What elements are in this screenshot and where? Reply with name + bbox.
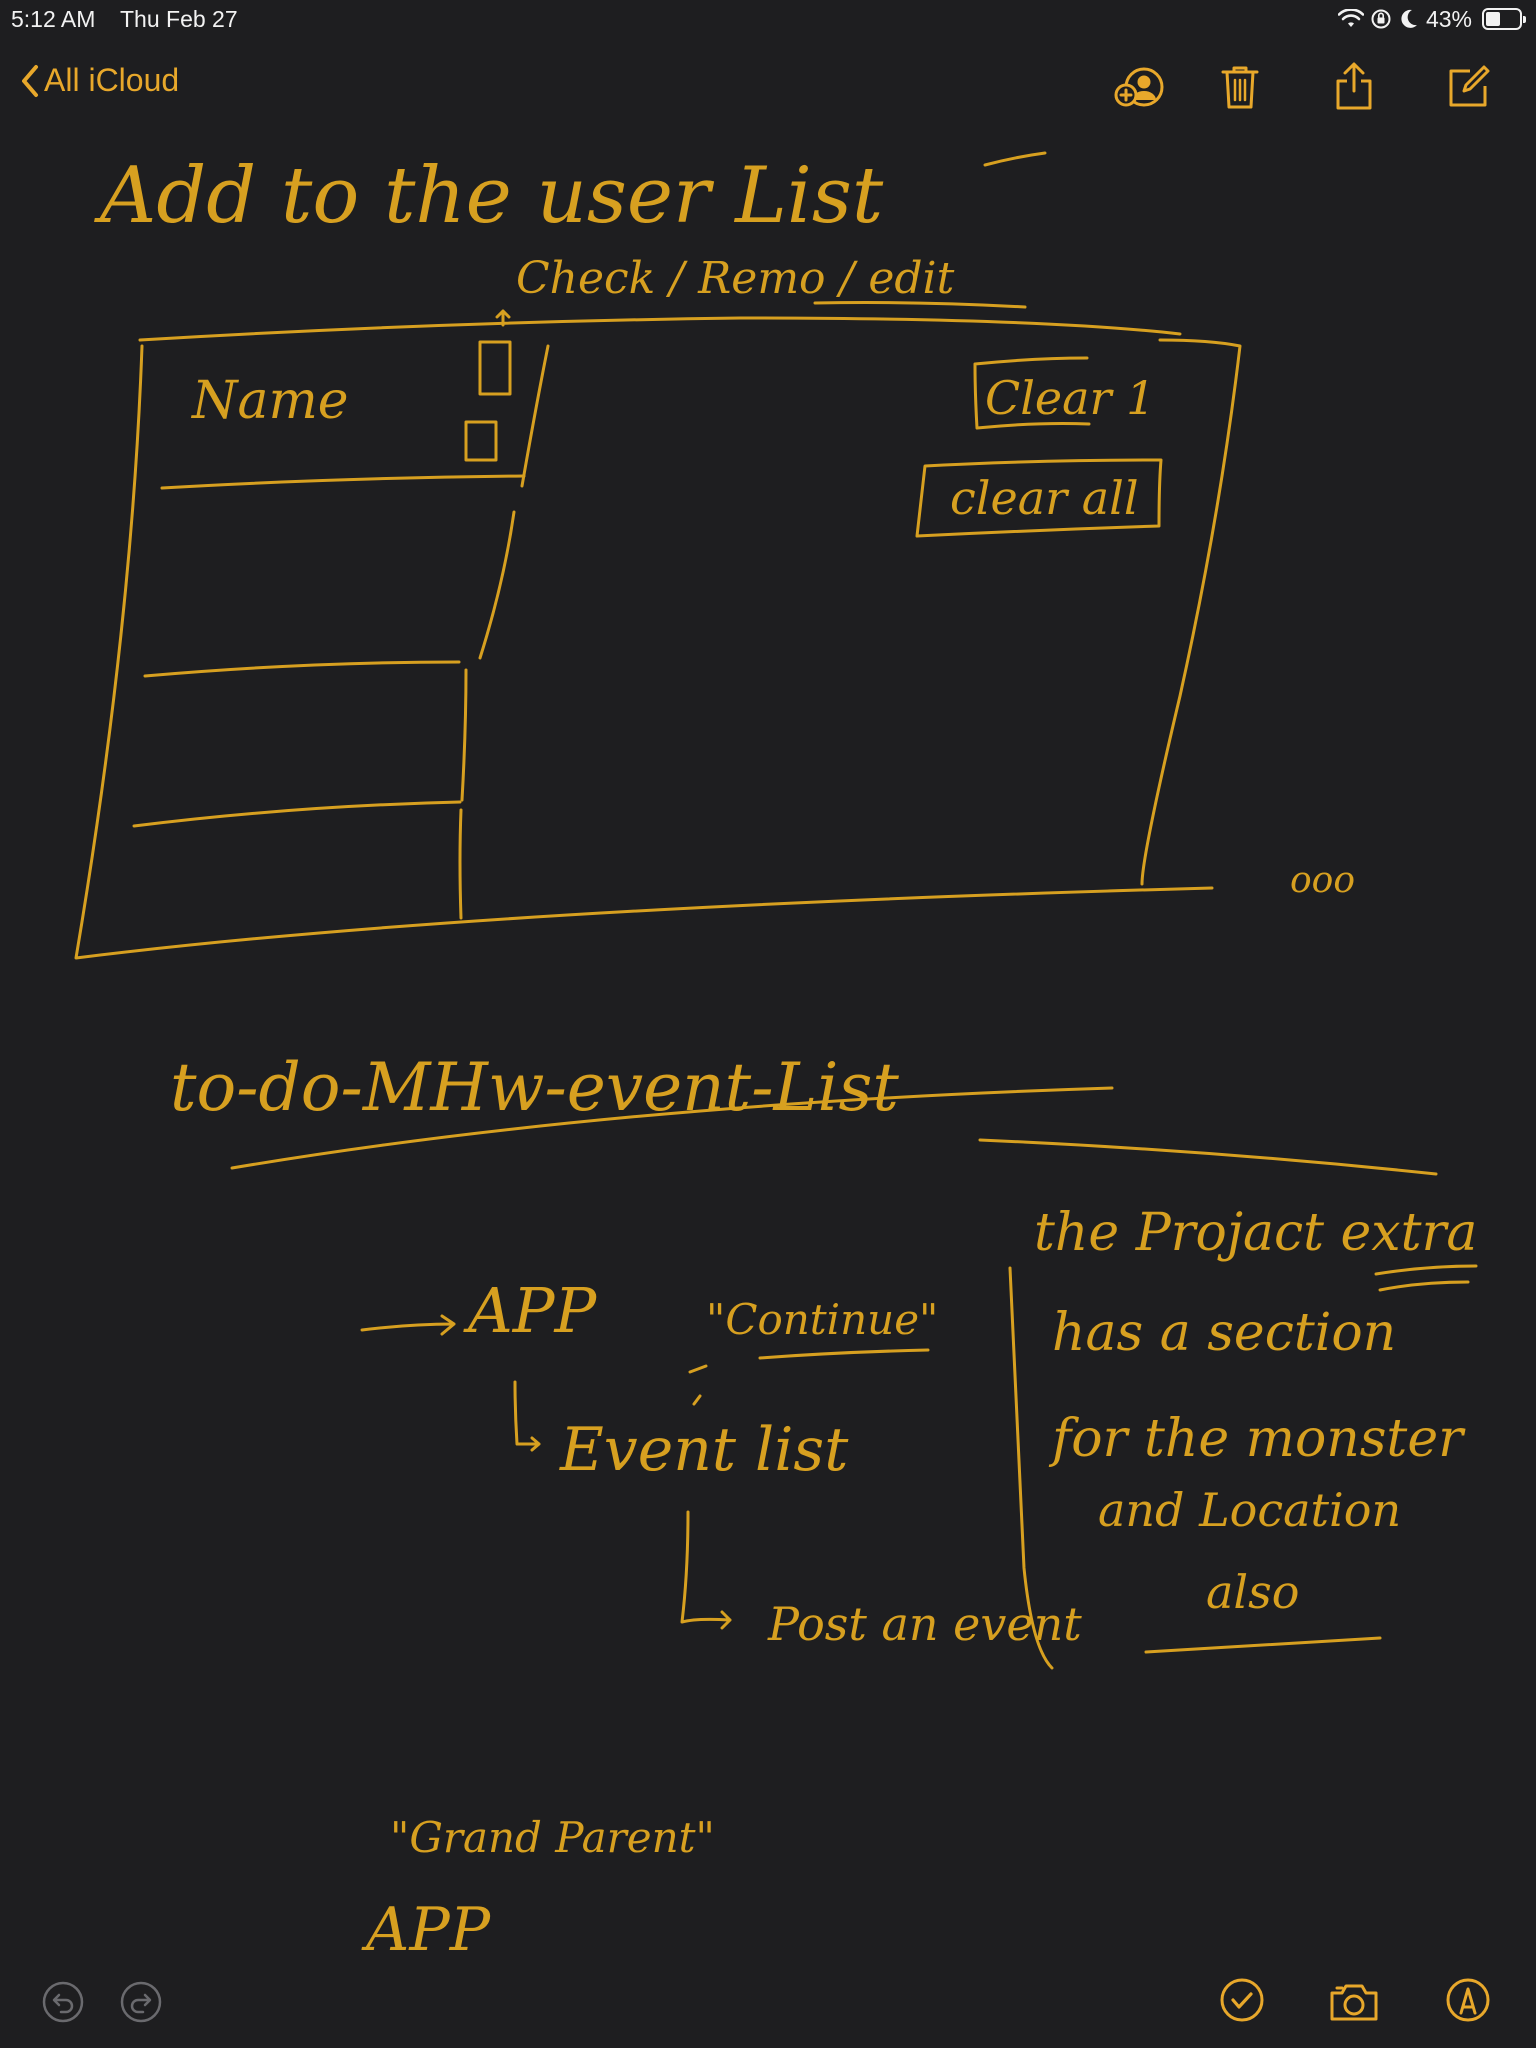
- compose-icon[interactable]: [1440, 59, 1496, 115]
- flow-continue: "Continue": [706, 1295, 938, 1344]
- flow-post-event: Post an event: [767, 1597, 1082, 1651]
- table-col-line-1: [520, 344, 550, 488]
- status-indicators: 43%: [1337, 4, 1526, 34]
- table-top-line: [138, 316, 1182, 342]
- clear-all-button-box: [915, 458, 1163, 538]
- side-note-line-2: has a section: [1052, 1303, 1396, 1363]
- moon-icon: [1398, 8, 1418, 30]
- orientation-lock-icon: [1370, 8, 1392, 30]
- battery-icon: [1482, 8, 1526, 30]
- table-col-line-2: [478, 510, 516, 660]
- table-col-line-3: [460, 668, 468, 802]
- clear-button-box: [973, 356, 1091, 430]
- wifi-icon: [1337, 9, 1364, 29]
- flow-app: APP: [463, 1274, 597, 1347]
- side-note-line-1: the Projact extra: [1034, 1203, 1477, 1263]
- side-note-divider: [1008, 1266, 1054, 1670]
- status-bar: 5:12 AM Thu Feb 27: [0, 0, 1536, 38]
- table-col-line-4: [458, 808, 463, 920]
- status-time: 5:12 AM: [11, 6, 96, 32]
- section-underline: [230, 1086, 1114, 1170]
- side-note-line-3: for the monster: [1048, 1409, 1466, 1469]
- table-right-edge: [1140, 338, 1242, 886]
- clear-button-label: Clear 1: [985, 371, 1155, 425]
- note-title: Add to the user List: [94, 151, 884, 241]
- flow-arrow-event: [513, 1380, 541, 1452]
- section-underline-2: [978, 1138, 1438, 1176]
- table-row-line-1: [160, 474, 526, 490]
- status-date: Thu Feb 27: [120, 6, 238, 32]
- continue-underline: [758, 1348, 930, 1360]
- ellipsis: ooo: [1290, 860, 1355, 901]
- checkbox-2: [464, 420, 498, 462]
- share-icon[interactable]: [1326, 58, 1382, 114]
- flow-arrow-app: [360, 1314, 456, 1336]
- redo-icon[interactable]: [115, 1976, 167, 2028]
- flow-arrow-post: [680, 1510, 732, 1630]
- checklist-icon[interactable]: [1216, 1974, 1268, 2026]
- battery-percent: 43%: [1425, 5, 1472, 32]
- camera-icon[interactable]: [1328, 1976, 1380, 2028]
- continue-arrow: [688, 1364, 708, 1406]
- checkbox-1: [478, 340, 512, 396]
- markup-icon[interactable]: [1442, 1974, 1494, 2026]
- chevron-left-icon: [22, 64, 38, 97]
- flow-event-list: Event list: [559, 1415, 849, 1485]
- subtitle-underline: [813, 301, 1027, 309]
- table-row-line-2: [143, 660, 461, 678]
- battery-fill: [1486, 12, 1500, 26]
- back-button[interactable]: All iCloud: [20, 62, 179, 99]
- undo-icon[interactable]: [37, 1976, 89, 2028]
- back-button-label: All iCloud: [44, 62, 180, 98]
- trash-icon[interactable]: [1212, 59, 1268, 115]
- side-note-line-5: also: [1206, 1565, 1299, 1619]
- side-note-line-4: and Location: [1098, 1483, 1401, 1537]
- person-add-icon[interactable]: [1110, 59, 1166, 115]
- title-stroke: [983, 151, 1047, 167]
- side-note-underline: [1144, 1636, 1382, 1654]
- bottom-app-label: APP: [361, 1895, 492, 1965]
- section-title: to-do-MHw-event-List: [170, 1049, 899, 1126]
- clear-all-button-label: clear all: [950, 471, 1139, 525]
- table-left-bottom: [74, 344, 1214, 960]
- grand-parent-label: "Grand Parent": [390, 1813, 715, 1862]
- extra-underline: [1374, 1264, 1478, 1292]
- note-subtitle: Check / Remo / edit: [516, 253, 955, 304]
- table-row-line-3: [132, 800, 462, 828]
- table-header-name: Name: [190, 371, 349, 431]
